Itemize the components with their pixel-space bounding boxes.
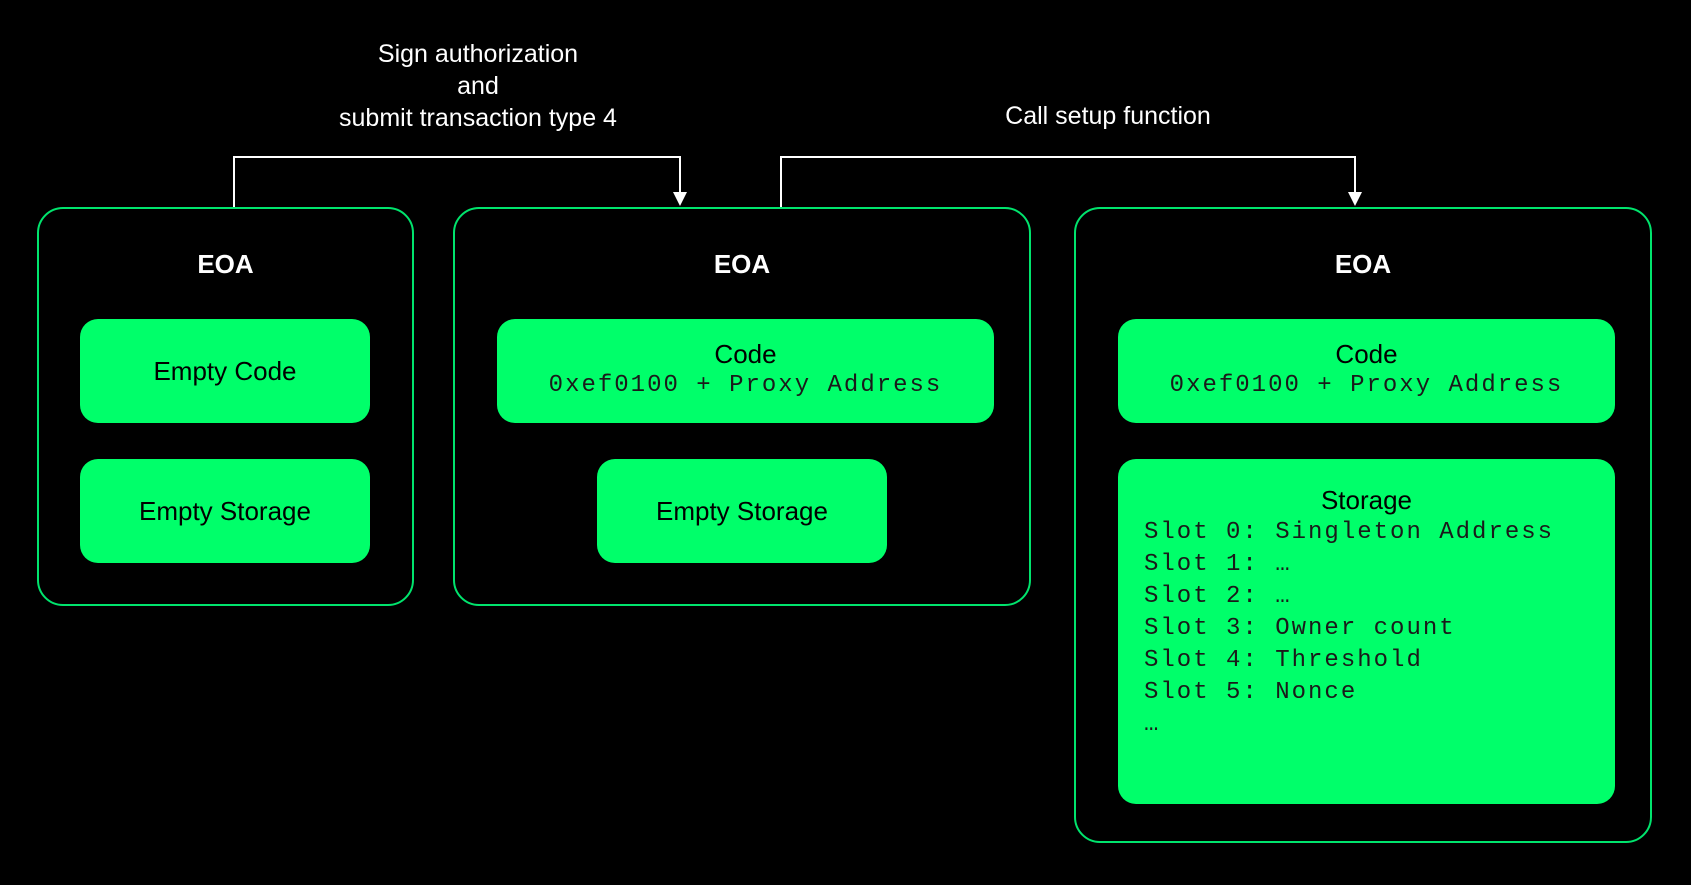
storage-slot: Slot 0: Singleton Address — [1144, 519, 1555, 546]
sign-authorization-line-2: and — [457, 72, 499, 100]
eoa-panel-delegated: EOA Code 0xef0100 + Proxy Address Empty … — [453, 207, 1031, 606]
storage-slot: Slot 3: Owner count — [1144, 615, 1456, 642]
sign-authorization-line-3: submit transaction type 4 — [339, 104, 617, 132]
storage-slot: Slot 2: … — [1144, 583, 1292, 610]
arrow-sign-authorization — [233, 156, 681, 207]
eoa-panel-initialized: EOA Code 0xef0100 + Proxy Address Storag… — [1074, 207, 1652, 843]
empty-code-block: Empty Code — [80, 319, 370, 423]
storage-slot-ellipsis: … — [1144, 711, 1161, 738]
code-value: 0xef0100 + Proxy Address — [1169, 372, 1564, 399]
sign-authorization-label: Sign authorization and submit transactio… — [278, 38, 678, 134]
eoa-title: EOA — [197, 249, 254, 279]
code-title: Code — [1335, 339, 1398, 369]
code-title: Code — [714, 339, 777, 369]
storage-slot: Slot 1: … — [1144, 551, 1292, 578]
storage-slot: Slot 5: Nonce — [1144, 679, 1358, 706]
code-block: Code 0xef0100 + Proxy Address — [1118, 319, 1615, 423]
empty-storage-block: Empty Storage — [597, 459, 887, 563]
empty-storage-label: Empty Storage — [139, 495, 311, 526]
eoa-title: EOA — [713, 249, 771, 279]
empty-storage-block: Empty Storage — [80, 459, 370, 563]
empty-code-label: Empty Code — [153, 355, 297, 386]
call-setup-label: Call setup function — [1005, 102, 1211, 130]
eoa-title: EOA — [1334, 249, 1392, 279]
storage-block: Storage Slot 0: Singleton Address Slot 1… — [1118, 459, 1615, 804]
storage-slot: Slot 4: Threshold — [1144, 647, 1423, 674]
code-value: 0xef0100 + Proxy Address — [548, 372, 943, 399]
eoa-panel-initial: EOA Empty Code Empty Storage — [37, 207, 414, 606]
empty-storage-label: Empty Storage — [656, 495, 828, 526]
arrow-call-setup — [780, 156, 1356, 207]
storage-title: Storage — [1320, 485, 1413, 515]
arrowhead-call-setup — [1348, 192, 1362, 206]
arrowhead-sign-authorization — [673, 192, 687, 206]
code-block: Code 0xef0100 + Proxy Address — [497, 319, 994, 423]
sign-authorization-line-1: Sign authorization — [377, 40, 579, 68]
